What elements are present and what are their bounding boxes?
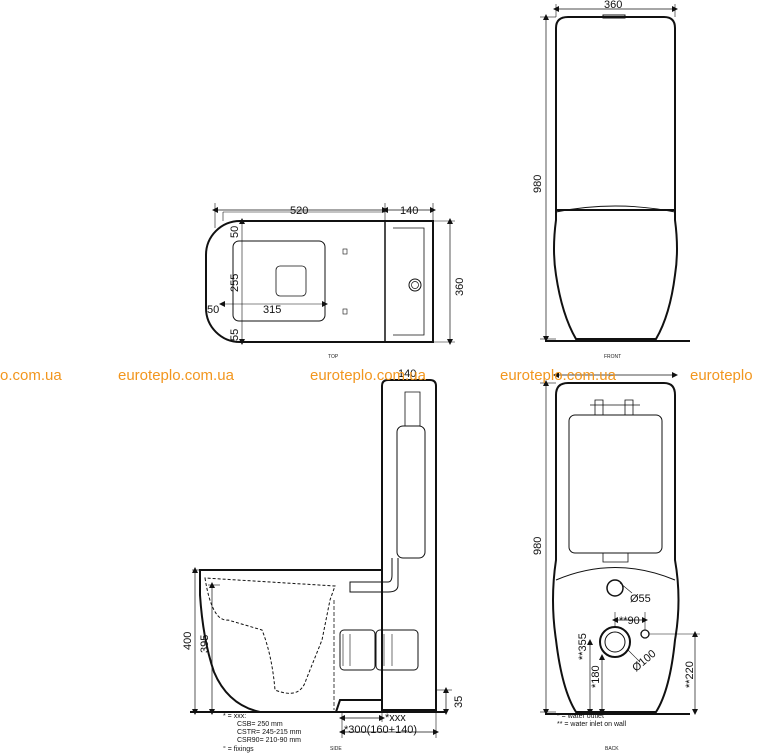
dim-255: 255 (229, 274, 241, 292)
front-seat-line (555, 205, 676, 213)
dim-140-side: 140 (398, 368, 416, 380)
fixing-hole-top (342, 248, 348, 255)
dim-55: 55 (229, 329, 241, 341)
dim-90: **90 (619, 615, 640, 627)
dim-980-front: 980 (532, 175, 544, 193)
side-bowl-inner (204, 577, 336, 694)
watermark-text: euroteplo (690, 367, 753, 384)
flush-button-icon (408, 278, 422, 292)
caption-top: TOP (328, 354, 339, 360)
dim-xxx: *xxx (385, 712, 406, 724)
side-note-4: CSR90= 210-90 mm (237, 737, 301, 744)
dim-100-dia: Ø100 (630, 648, 658, 674)
watermark-text: euroteplo.com.ua (118, 367, 234, 384)
dim-35: 35 (453, 696, 465, 708)
top-view-outline (205, 220, 434, 343)
side-outlet-connector (339, 629, 376, 671)
dim-50-b: 50 (207, 304, 219, 316)
dim-55-dia: Ø55 (630, 593, 651, 605)
dim-360-front: 360 (604, 0, 622, 11)
watermark-text: o.com.ua (0, 367, 62, 384)
front-bowl-outline (553, 210, 678, 340)
watermark-text: euroteplo.com.ua (500, 367, 616, 384)
tank-inner-outline (393, 227, 425, 336)
dim-355: **355 (577, 633, 589, 660)
dim-220: **220 (684, 661, 696, 688)
side-note-5: ° = fixings (223, 745, 254, 753)
side-note-1: * = xxx: (223, 713, 246, 720)
side-flush-pipe (349, 558, 399, 593)
dim-315: 315 (263, 304, 281, 316)
dim-980-back: 980 (532, 537, 544, 555)
back-bowl-line (555, 567, 676, 581)
dim-300: *300(160+140) (344, 724, 417, 736)
back-outline (552, 382, 680, 713)
seat-inner-outline (275, 265, 307, 297)
caption-side: SIDE (330, 746, 342, 752)
side-cistern-inner (396, 425, 426, 559)
back-view (540, 372, 700, 715)
fixing-hole-bottom (342, 308, 348, 315)
dim-50-a: 50 (229, 226, 241, 238)
side-tank-outline (381, 379, 437, 711)
side-cistern-valve (404, 391, 421, 427)
dim-395: 395 (199, 635, 211, 653)
side-view (190, 379, 452, 738)
front-view (540, 4, 690, 342)
bowl-inner-outline (232, 240, 326, 322)
top-view (205, 203, 455, 345)
dim-180: *180 (590, 665, 602, 688)
water-inlet-icon (640, 629, 650, 639)
side-bowl-outline (199, 569, 383, 713)
dim-360-top: 360 (454, 278, 466, 296)
inlet-55-icon (606, 579, 624, 597)
back-cistern-inner (568, 414, 663, 554)
side-note-2: CSB= 250 mm (237, 721, 283, 728)
dim-140: 140 (400, 205, 418, 217)
caption-front: FRONT (604, 354, 621, 360)
watermark-text: euroteplo.com.ua (310, 367, 426, 384)
dim-520: 520 (290, 205, 308, 217)
side-view-labels: 140 400 395 35 *xxx *300(160+140) SIDE *… (182, 368, 465, 753)
dim-400: 400 (182, 632, 194, 650)
top-view-labels: 520 140 360 50 255 55 50 315 TOP (207, 205, 466, 360)
back-note-2: ** = water inlet on wall (557, 721, 627, 728)
front-view-labels: 360 980 FRONT (532, 0, 622, 360)
front-tank-outline (555, 16, 676, 211)
caption-back: BACK (605, 746, 619, 752)
front-flush-button (602, 14, 626, 19)
side-note-3: CSTR= 245-215 mm (237, 729, 302, 736)
back-note-1: * = water outlet (557, 713, 604, 720)
back-valve (590, 399, 640, 416)
